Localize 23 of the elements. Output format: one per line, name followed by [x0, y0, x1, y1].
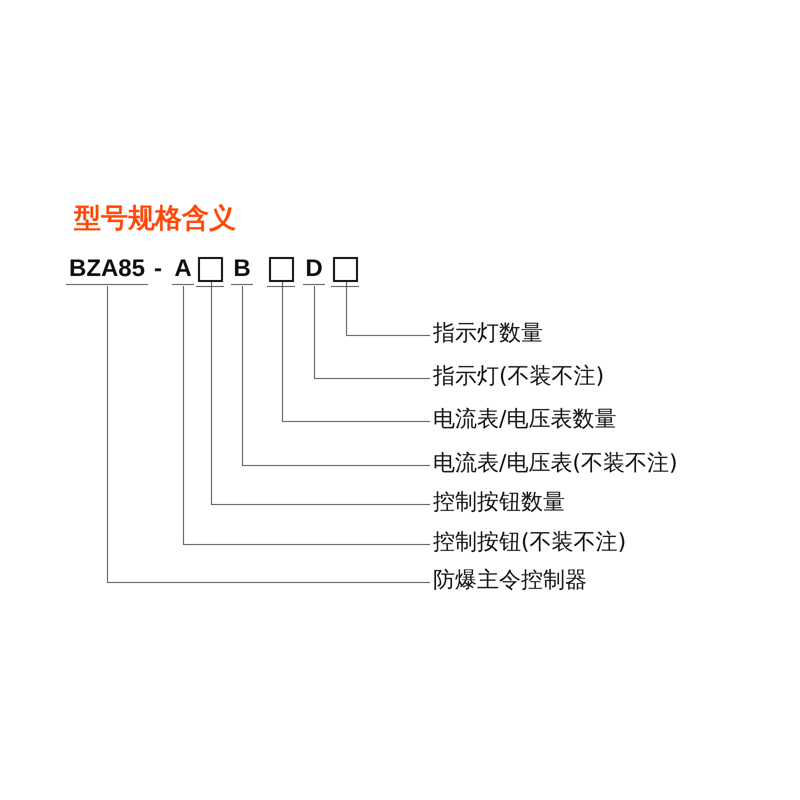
- description-text: 控制按钮数量: [433, 490, 565, 516]
- blank-square: [333, 257, 358, 282]
- leader-line: [242, 286, 430, 466]
- code-segment: BZA85: [66, 256, 148, 285]
- description-text: 防爆主令控制器: [433, 568, 587, 594]
- code-segment: A: [172, 256, 194, 285]
- description-text: 电流表/电压表数量: [433, 407, 616, 433]
- diagram-title: 型号规格含义: [74, 202, 236, 236]
- code-segment: D: [303, 256, 325, 285]
- code-segment: B: [231, 256, 253, 285]
- leader-line: [282, 282, 430, 422]
- blank-square: [198, 257, 223, 282]
- description-text: 指示灯数量: [433, 321, 543, 347]
- blank-square: [269, 257, 294, 282]
- leader-line: [211, 282, 430, 505]
- description-text: 指示灯(不装不注): [433, 364, 604, 390]
- separator-dash: -: [154, 256, 162, 282]
- leader-line: [183, 286, 430, 545]
- description-text: 控制按钮(不装不注): [433, 530, 626, 556]
- leader-line: [346, 282, 430, 336]
- description-text: 电流表/电压表(不装不注): [433, 451, 678, 477]
- leader-line: [107, 286, 430, 583]
- leader-line: [314, 286, 430, 379]
